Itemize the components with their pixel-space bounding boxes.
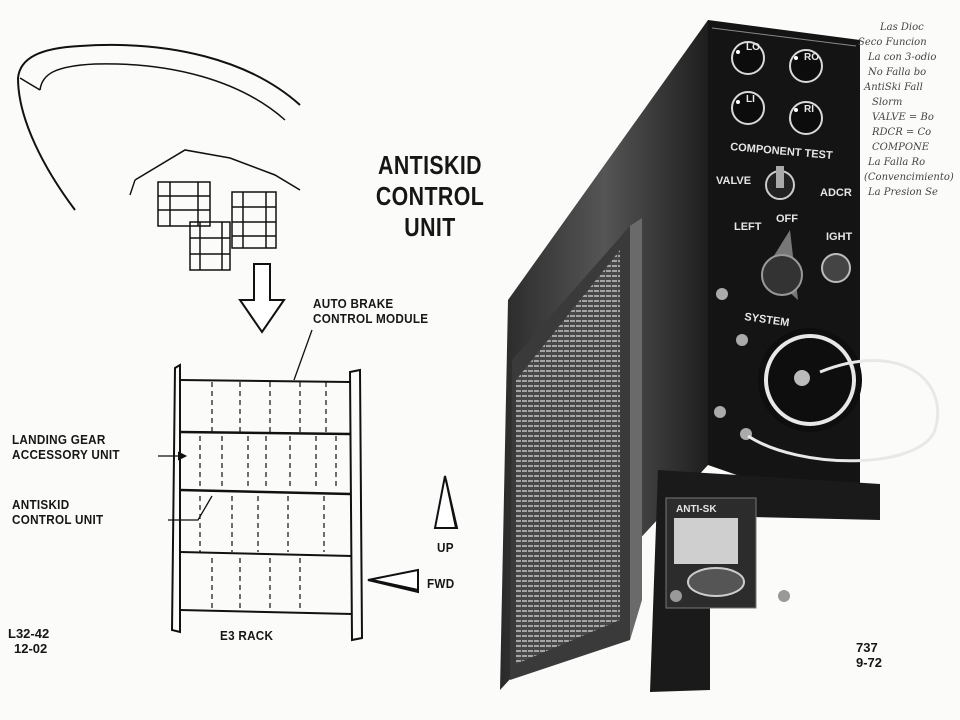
note-8: COMPONE — [872, 142, 930, 153]
note-9: La Falla Ro — [868, 157, 926, 168]
airplane-nose-sketch — [16, 43, 301, 271]
model-code: 737 9-72 — [856, 640, 882, 670]
handwritten-notes: Las Dioc Seco Funcion La con 3-odio No F… — [858, 20, 960, 260]
antiskid-line-1: ANTISKID — [12, 497, 70, 512]
figure-code-line-2: 12-02 — [14, 641, 48, 656]
auto-brake-callout: AUTO BRAKE CONTROL MODULE — [313, 296, 428, 326]
title-line-1: ANTISKID — [378, 150, 482, 180]
antiskid-line-2: CONTROL UNIT — [12, 512, 104, 527]
fwd-arrow-icon — [367, 568, 419, 594]
figure-code-line-1: L32-42 — [8, 626, 50, 641]
right-label: IGHT — [826, 231, 853, 243]
knob-label-lo: LO — [746, 42, 760, 53]
model-code-line-2: 9-72 — [856, 655, 883, 670]
up-label: UP — [437, 540, 454, 555]
antiskid-unit-photo: LO RO LI RI COMPONENT TEST VALVE ADCR OF… — [500, 20, 940, 692]
fwd-label: FWD — [427, 576, 455, 591]
up-arrow-icon — [433, 475, 459, 529]
off-label: OFF — [776, 213, 798, 225]
figure-code: L32-42 12-02 — [8, 626, 49, 656]
note-10: (Convencimiento) — [864, 172, 954, 183]
auto-brake-line-1: AUTO BRAKE — [313, 296, 394, 311]
valve-label: VALVE — [716, 175, 751, 187]
auto-brake-line-2: CONTROL MODULE — [313, 311, 429, 326]
landing-gear-line-2: ACCESSORY UNIT — [12, 447, 120, 462]
title-line-2: CONTROL UNIT — [375, 181, 485, 242]
plate-label: ANTI-SK — [676, 504, 717, 515]
e3-rack-drawing — [158, 329, 364, 642]
knob-label-ro: RO — [804, 52, 819, 63]
note-6: VALVE = Bo — [872, 112, 934, 123]
diagram-title: ANTISKID CONTROL UNIT — [348, 150, 512, 243]
landing-gear-callout: LANDING GEAR ACCESSORY UNIT — [12, 432, 120, 462]
down-arrow-icon — [238, 263, 286, 334]
model-code-line-1: 737 — [856, 640, 878, 655]
adcr-label: ADCR — [820, 187, 852, 199]
note-11: La Presion Se — [868, 187, 938, 198]
note-0: Las Dioc — [880, 22, 924, 33]
rack-label: E3 RACK — [220, 628, 274, 643]
note-2: La con 3-odio — [868, 52, 937, 63]
landing-gear-line-1: LANDING GEAR — [12, 432, 106, 447]
note-7: RDCR = Co — [872, 127, 932, 138]
knob-label-ri: RI — [804, 104, 814, 115]
note-3: No Falla bo — [868, 67, 927, 78]
left-label: LEFT — [734, 221, 762, 233]
note-4: AntiSki Fall — [864, 82, 923, 93]
knob-label-li: LI — [746, 94, 755, 105]
note-5: Slorm — [872, 97, 903, 108]
note-1: Seco Funcion — [858, 37, 927, 48]
antiskid-callout: ANTISKID CONTROL UNIT — [12, 497, 103, 527]
